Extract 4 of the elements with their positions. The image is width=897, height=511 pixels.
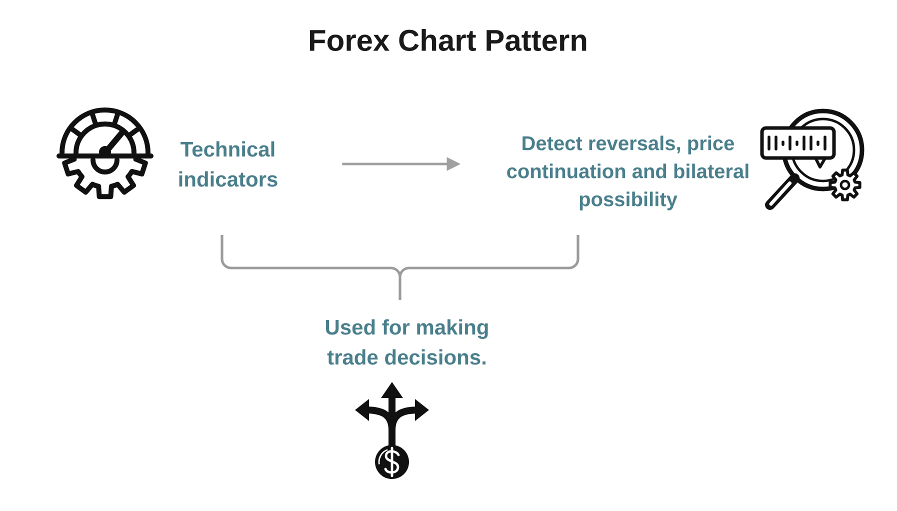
text-label: Used for making trade decisions. xyxy=(326,319,488,365)
text-label: Detect reversals, price continuation and bilateral possibility xyxy=(507,136,748,210)
text-label: Technical indicators xyxy=(179,141,278,187)
title: Forex Chart Pattern xyxy=(310,28,586,51)
